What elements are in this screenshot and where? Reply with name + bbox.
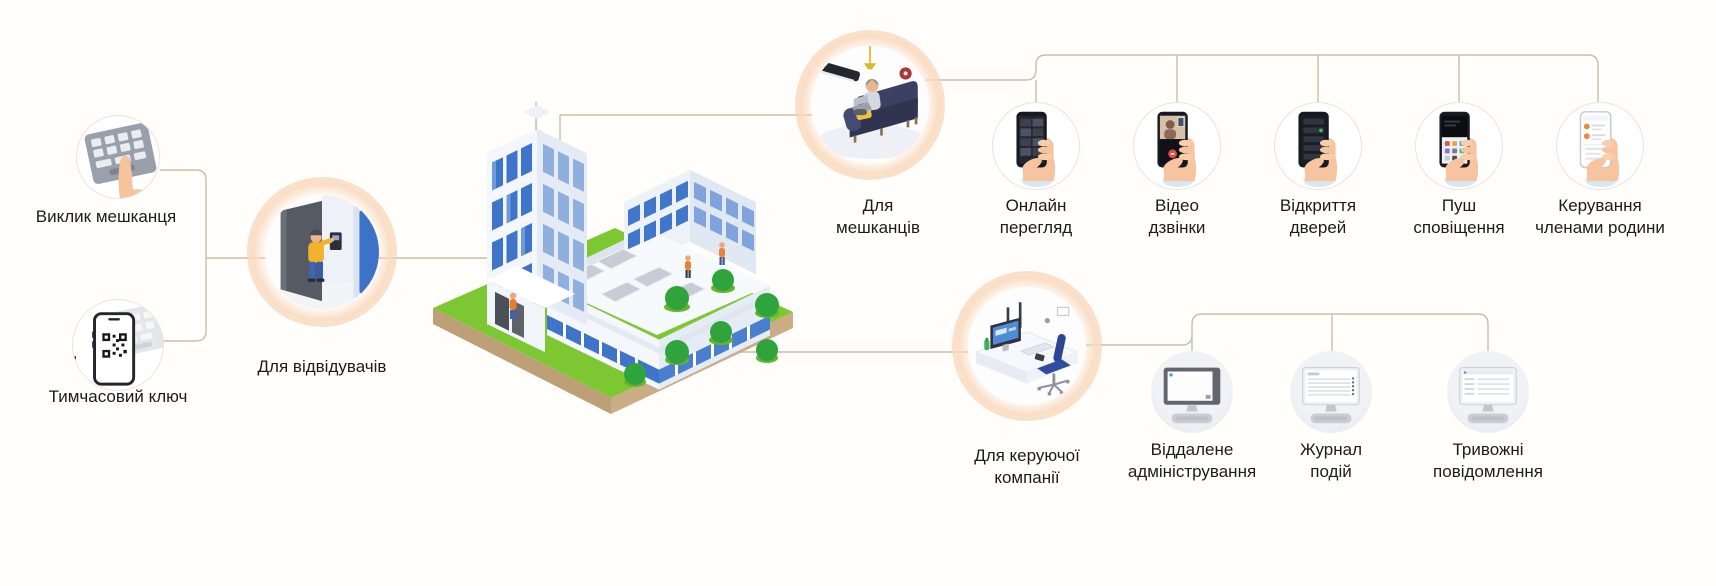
family-management-label: Керування членами родини (1535, 196, 1665, 237)
keypad-finger-icon (76, 115, 160, 199)
phone-push-notification-icon (1415, 102, 1503, 190)
temp-key-label: Тимчасовий ключ (48, 387, 188, 406)
push-notifications-label: Пуш сповіщення (1413, 196, 1505, 237)
phone-video-call-icon (1133, 102, 1221, 190)
remote-admin-label: Віддалене адміністрування (1127, 440, 1257, 481)
visitors-label: Для відвідувачів (257, 357, 387, 376)
residents-label: Для мешканців (836, 196, 920, 237)
office-chair (1037, 334, 1071, 396)
alerts-label: Тривожні повідомлення (1433, 440, 1543, 481)
apartment-building-illustration (425, 80, 795, 450)
operator-desk-illustration (968, 287, 1086, 405)
resident-on-couch-illustration (811, 46, 929, 164)
residents-drop-lines (1035, 55, 1460, 102)
visitor-at-intercom-illustration (265, 195, 379, 309)
door-opening-label: Відкриття дверей (1279, 196, 1357, 237)
left-spine-line (150, 169, 207, 342)
management-drop-lines (1191, 314, 1333, 351)
call-resident-label: Виклик мешканця (35, 207, 177, 226)
monitor-remote-admin-icon (1151, 351, 1233, 433)
bushes (624, 269, 779, 387)
visitor-person (307, 229, 335, 282)
management-label: Для керуючої компанії (974, 446, 1080, 487)
person-at-entrance (509, 292, 517, 319)
monitor-event-log-icon (1290, 351, 1372, 433)
couch (843, 81, 918, 143)
resident-person (851, 78, 881, 116)
qr-code-phone-icon (72, 299, 164, 391)
online-view-label: Онлайн перегляд (999, 196, 1073, 237)
phone-online-view-icon (992, 102, 1080, 190)
desk-monitor (990, 317, 1021, 352)
people-walking (685, 242, 725, 278)
phone-door-open-icon (1274, 102, 1362, 190)
video-calls-label: Відео дзвінки (1148, 196, 1206, 237)
management-bus-line (1086, 313, 1489, 351)
monitor-alerts-icon (1447, 351, 1529, 433)
residents-bus-line (926, 54, 1599, 102)
event-log-label: Журнал подій (1299, 440, 1363, 481)
phone-family-management-icon (1556, 102, 1644, 190)
